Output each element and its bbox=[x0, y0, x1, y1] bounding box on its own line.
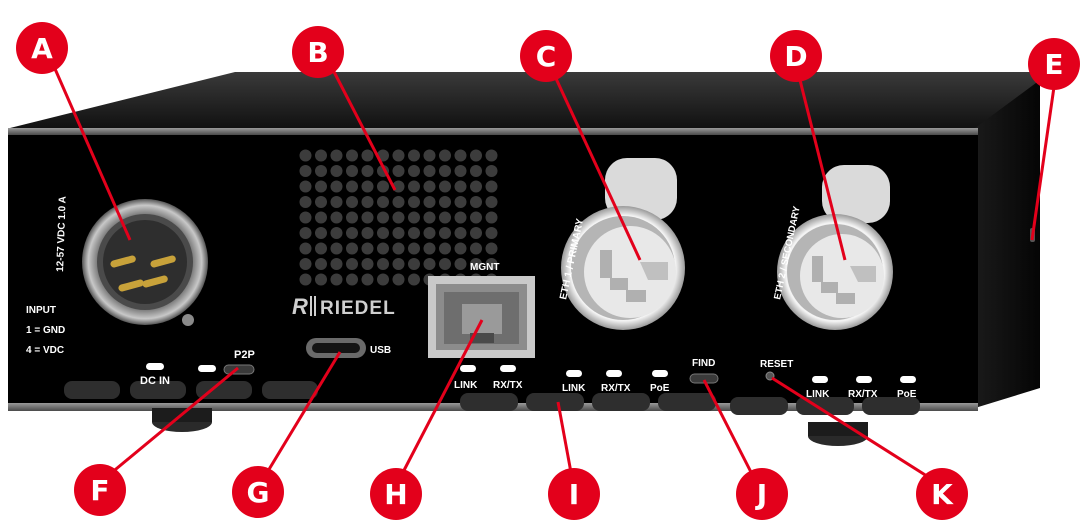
eth2-poe-label: PoE bbox=[897, 389, 917, 400]
reset-label: RESET bbox=[760, 359, 793, 370]
callout-j: J bbox=[736, 468, 788, 520]
svg-text:C: C bbox=[536, 40, 557, 73]
p2p-led bbox=[198, 365, 216, 372]
svg-text:F: F bbox=[90, 474, 109, 507]
svg-text:J: J bbox=[755, 478, 767, 511]
callout-b: B bbox=[292, 26, 344, 78]
input-rating-label: 12-57 VDC 1.0 A bbox=[55, 196, 69, 272]
brand-text: RIEDEL bbox=[320, 298, 396, 319]
svg-text:R: R bbox=[292, 294, 308, 319]
callout-line-c bbox=[551, 71, 642, 261]
callout-line-k bbox=[771, 376, 931, 480]
usb-label: USB bbox=[370, 345, 391, 356]
callout-line-a bbox=[50, 61, 132, 241]
callout-d: D bbox=[770, 30, 822, 82]
svg-text:D: D bbox=[784, 40, 807, 73]
eth2-link-label: LINK bbox=[806, 389, 830, 400]
callout-f: F bbox=[74, 464, 126, 516]
callout-lines bbox=[50, 61, 1057, 481]
callout-g: G bbox=[232, 466, 284, 518]
eth2-rxtx-led bbox=[856, 376, 872, 383]
eth1-link-led bbox=[566, 370, 582, 377]
eth2-link-led bbox=[812, 376, 828, 383]
callout-i: I bbox=[548, 468, 600, 520]
dc-in-label: DC IN bbox=[140, 375, 170, 387]
riedel-logo: R RIEDEL bbox=[292, 294, 396, 319]
eth1-rxtx-led bbox=[606, 370, 622, 377]
callout-line-i bbox=[556, 401, 574, 479]
eth1-link-label: LINK bbox=[562, 383, 586, 394]
chassis-top bbox=[10, 72, 1040, 128]
callout-line-d bbox=[796, 71, 847, 261]
callout-line-h bbox=[398, 319, 484, 479]
vent-grille bbox=[298, 148, 500, 288]
xlr-power-connector bbox=[82, 199, 208, 326]
ethercon-eth2 bbox=[777, 165, 893, 330]
eth2-poe-led bbox=[900, 376, 916, 383]
svg-text:H: H bbox=[384, 478, 407, 511]
mgnt-label: MGNT bbox=[470, 262, 499, 273]
svg-text:I: I bbox=[569, 478, 579, 511]
mgnt-link-label: LINK bbox=[454, 380, 478, 391]
input-title-label: INPUT bbox=[26, 305, 56, 316]
callout-line-e bbox=[1030, 79, 1057, 241]
mgnt-rxtx-label: RX/TX bbox=[493, 380, 523, 391]
find-label: FIND bbox=[692, 358, 715, 369]
svg-text:G: G bbox=[247, 476, 270, 509]
svg-text:E: E bbox=[1044, 48, 1063, 81]
callouts: A B C D E F G H bbox=[16, 22, 1080, 520]
p2p-label: P2P bbox=[234, 349, 255, 361]
ethercon-eth1 bbox=[561, 158, 685, 330]
svg-text:A: A bbox=[31, 32, 53, 65]
eth2-rxtx-label: RX/TX bbox=[848, 389, 878, 400]
bottom-bar bbox=[64, 381, 920, 415]
p2p-button[interactable] bbox=[223, 364, 255, 375]
callout-line-f bbox=[109, 366, 239, 476]
eth1-rxtx-label: RX/TX bbox=[601, 383, 631, 394]
eth1-poe-led bbox=[652, 370, 668, 377]
callout-line-g bbox=[263, 351, 342, 477]
input-pin4-label: 4 = VDC bbox=[26, 345, 64, 356]
mgnt-rxtx-led bbox=[500, 365, 516, 372]
callout-k: K bbox=[916, 468, 968, 520]
dc-in-led bbox=[146, 363, 164, 370]
callout-e: E bbox=[1028, 38, 1080, 90]
svg-text:K: K bbox=[931, 478, 954, 511]
input-pin1-label: 1 = GND bbox=[26, 325, 65, 336]
callout-c: C bbox=[520, 30, 572, 82]
callout-a: A bbox=[16, 22, 68, 74]
eth1-poe-label: PoE bbox=[650, 383, 670, 394]
mgnt-link-led bbox=[460, 365, 476, 372]
svg-text:B: B bbox=[307, 36, 328, 69]
faceplate-top-edge bbox=[8, 128, 978, 135]
callout-h: H bbox=[370, 468, 422, 520]
callout-line-j bbox=[702, 379, 757, 481]
rj45-mgnt-port bbox=[428, 276, 535, 358]
callout-line-b bbox=[328, 63, 397, 191]
chassis-side bbox=[975, 80, 1040, 408]
